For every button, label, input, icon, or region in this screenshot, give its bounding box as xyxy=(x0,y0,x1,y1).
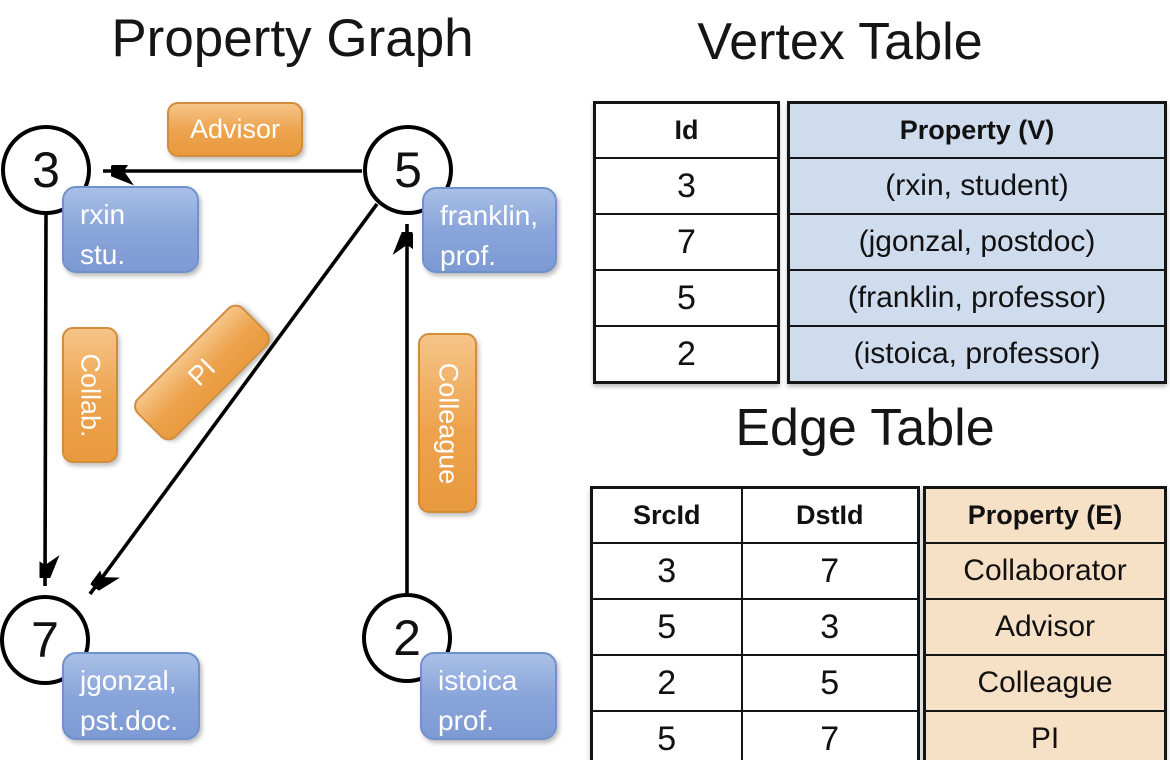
table-row: 5 7 xyxy=(590,710,920,760)
table-row: 5 3 xyxy=(590,598,920,656)
vertex-table-title: Vertex Table xyxy=(697,13,983,71)
vertex-property-box-5: franklin, prof. xyxy=(422,187,557,273)
vertex-property-box-7: jgonzal, pst.doc. xyxy=(62,652,200,740)
vertex-property-3-line2: stu. xyxy=(80,238,126,270)
table-row: (rxin, student) xyxy=(787,157,1167,215)
vertex-property-7-line1: jgonzal, xyxy=(80,665,177,696)
table-row: PI xyxy=(923,710,1167,760)
graph-node-2: 2 xyxy=(362,593,452,683)
table-row: 2 xyxy=(593,325,780,384)
vertex-table-header-id: Id xyxy=(593,101,780,159)
vertex-table-header-property: Property (V) xyxy=(787,101,1167,159)
vertex-property-2-line2: prof. xyxy=(438,704,495,736)
edge-table-title: Edge Table xyxy=(735,399,995,457)
edge-table-id-columns: SrcId DstId 3 7 5 3 2 5 5 7 xyxy=(590,486,920,760)
table-row: 3 xyxy=(593,157,780,215)
edge-label-advisor: Advisor xyxy=(167,102,303,157)
node-5-label: 5 xyxy=(394,142,422,198)
edge-arrow-5-to-7 xyxy=(88,202,379,594)
edge-table-header-srcid: SrcId xyxy=(590,486,743,544)
edge-table-property-column: Property (E) Collaborator Advisor Collea… xyxy=(923,486,1167,760)
vertex-table-id-column: Id 3 7 5 2 xyxy=(593,101,780,384)
table-row: (jgonzal, postdoc) xyxy=(787,213,1167,271)
node-7-label: 7 xyxy=(31,612,59,668)
vertex-property-box-2: istoica prof. xyxy=(420,652,557,740)
edge-label-colleague: Colleague xyxy=(418,333,477,513)
table-row: 2 5 xyxy=(590,654,920,712)
vertex-property-3-line1: rxin xyxy=(80,199,126,230)
edge-table-header-dstid: DstId xyxy=(740,486,920,544)
table-row: (franklin, professor) xyxy=(787,269,1167,327)
table-row: Colleague xyxy=(923,654,1167,712)
vertex-table-property-column: Property (V) (rxin, student) (jgonzal, p… xyxy=(787,101,1167,384)
vertex-property-5-line1: franklin, xyxy=(440,200,539,231)
table-row: Collaborator xyxy=(923,542,1167,600)
edge-label-collab: Collab. xyxy=(62,327,118,463)
node-2-label: 2 xyxy=(393,610,421,666)
table-row: 7 xyxy=(593,213,780,271)
table-row: (istoica, professor) xyxy=(787,325,1167,384)
vertex-property-box-3: rxin stu. xyxy=(62,186,199,273)
table-row: 5 xyxy=(593,269,780,327)
edge-arrow-3-to-7 xyxy=(45,213,46,587)
edge-table-header-property: Property (E) xyxy=(923,486,1167,544)
vertex-property-2-line1: istoica xyxy=(438,665,518,696)
property-graph-title: Property Graph xyxy=(111,9,474,68)
node-3-label: 3 xyxy=(32,142,60,198)
table-row: 3 7 xyxy=(590,542,920,600)
table-row: Advisor xyxy=(923,598,1167,656)
vertex-property-5-line2: prof. xyxy=(440,239,497,271)
graph-node-5: 5 xyxy=(363,125,453,215)
graph-edges-layer xyxy=(0,0,585,760)
vertex-property-7-line2: pst.doc. xyxy=(80,704,179,736)
